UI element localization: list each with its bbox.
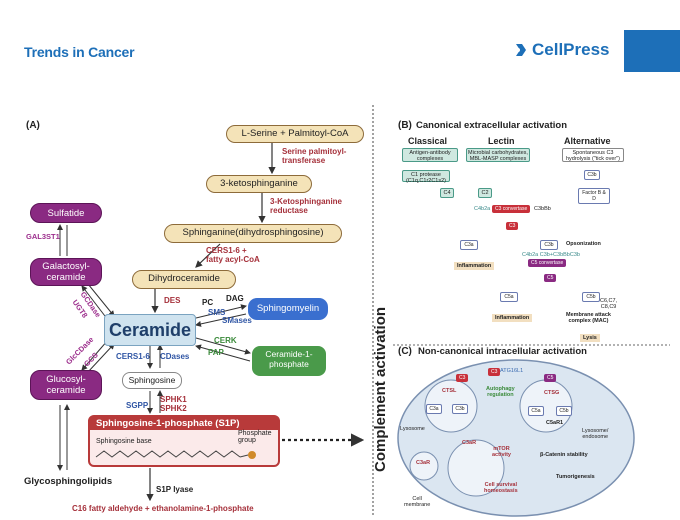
- glucosylceramide-box: Glucosyl- ceramide: [30, 370, 102, 400]
- lysosome-endosome-label: Lysosome/ endosome: [582, 428, 609, 441]
- tumorigenesis-label: Tumorigenesis: [556, 474, 595, 480]
- cell-membrane-label: Cell membrane: [404, 496, 431, 509]
- s1p-title: Sphingosine-1-phosphate (S1P): [90, 417, 278, 430]
- classical-heading: Classical: [408, 136, 448, 146]
- c3bbb-label: C3bBb: [534, 206, 551, 212]
- sulfatide-box: Sulfatide: [30, 203, 102, 223]
- s1p-lyase-label: S1P lyase: [156, 485, 194, 494]
- opsonization-label: Opsonization: [566, 241, 601, 247]
- c3ar-b-label: C3aR: [416, 460, 431, 466]
- pap-enzyme: PAP: [208, 348, 224, 357]
- c3-top-node: C3: [456, 374, 469, 382]
- cellpress-logo-icon: [516, 44, 526, 56]
- autophagy-label: Autophagy regulation: [486, 386, 515, 399]
- alternative-box: Spontaneous C3 hydrolysis ("tick over"): [562, 148, 624, 162]
- sphingosine-base-label: Sphingosine base: [96, 438, 152, 445]
- glycosphingolipids-label: Glycosphingolipids: [24, 476, 113, 487]
- lectin-heading: Lectin: [488, 136, 515, 146]
- galactosylceramide-box: Galactosyl- ceramide: [30, 258, 102, 286]
- ceramide-box: Ceramide: [104, 314, 196, 346]
- header-accent-bar: [624, 30, 680, 72]
- c3a-box: C3a: [460, 240, 478, 250]
- gal3st1-enzyme: GAL3ST1: [26, 232, 60, 241]
- atg16l1-label: ATG16L1: [500, 368, 524, 374]
- mtor-label: mTOR activity: [492, 446, 511, 459]
- c1p-box: Ceramide-1- phosphate: [252, 346, 326, 376]
- c3-convertase-label: C3 convertase: [492, 205, 531, 213]
- des-enzyme: DES: [164, 296, 181, 305]
- inflammation-1-label: Inflammation: [454, 262, 495, 270]
- c5-intracellular-node: C5: [544, 374, 557, 382]
- c4-box: C4: [440, 188, 454, 198]
- c5a-box: C5a: [500, 292, 518, 302]
- panel-b-title: Canonical extracellular activation: [416, 120, 568, 131]
- spt-enzyme: Serine palmitoyl- transferase: [282, 147, 347, 166]
- c3-node: C3: [506, 222, 519, 230]
- ketosphinganine-box: 3-ketosphinganine: [206, 175, 312, 193]
- cerk-enzyme: CERK: [214, 336, 237, 345]
- panel-c-title: Non-canonical intracellular activation: [418, 346, 587, 357]
- alternative-heading: Alternative: [564, 136, 611, 146]
- mac-label: Membrane attack complex (MAC): [566, 312, 611, 325]
- phosphate-group-label: Phosphate group: [238, 430, 272, 444]
- sms-enzyme: SMS: [208, 308, 226, 317]
- inflammation-2-label: Inflammation: [492, 314, 533, 322]
- complement-activation-label: Complement activation: [372, 306, 389, 472]
- c3b-intra-box: C3b: [452, 404, 468, 414]
- c3ar-a-label: C3aR: [462, 440, 477, 446]
- lectin-box: Microbial carbohydrates, MBL-MASP comple…: [466, 148, 530, 162]
- ctsl-label: CTSL: [442, 388, 457, 394]
- factor-bd-box: Factor B & D: [578, 188, 610, 204]
- c3b-alt-box: C3b: [584, 170, 600, 180]
- serine-palmitoyl-box: L-Serine + Palmitoyl-CoA: [226, 125, 364, 143]
- s1p-box: Sphingosine-1-phosphate (S1P) Phosphate …: [88, 415, 280, 467]
- c6-c9-list: C6,C7, C8,C9: [600, 298, 618, 311]
- sphinganine-box: Sphinganine(dihydrosphingosine): [164, 224, 342, 243]
- cers-fatty-acyl: CERS1-6 + fatty acyl-CoA: [206, 246, 260, 265]
- panel-b-label: (B): [398, 120, 412, 131]
- c3a-intra-box: C3a: [426, 404, 442, 414]
- c5ar1-label: C5aR1: [546, 420, 564, 426]
- sphingosine-box: Sphingosine: [122, 372, 182, 389]
- journal-title: Trends in Cancer: [24, 44, 135, 60]
- c16-products: C16 fatty aldehyde + ethanolamine-1-phos…: [72, 504, 254, 513]
- s1p-structure-icon: [95, 450, 256, 459]
- dag-label: DAG: [226, 294, 244, 303]
- panel-a-label: (A): [26, 120, 40, 131]
- brand-name: CellPress: [532, 40, 610, 59]
- c3b-box: C3b: [540, 240, 558, 250]
- smases-enzyme: SMases: [222, 316, 252, 325]
- c2-box: C2: [478, 188, 492, 198]
- brand-logo: CellPress: [512, 40, 610, 60]
- ketoreductase-enzyme: 3-Ketosphinganine reductase: [270, 197, 343, 216]
- c1-protease-box: C1 protease (C1q,C1r2C1s2): [402, 170, 450, 184]
- sgpp-enzyme: SGPP: [126, 401, 149, 410]
- c5b-box: C5b: [582, 292, 600, 302]
- c5a-intra-box: C5a: [528, 406, 544, 416]
- c5-node: C5: [544, 274, 557, 282]
- c5-convertase-parts: C4b2a C3b+C3bBbC3b: [522, 252, 580, 258]
- c5b-intra-box: C5b: [556, 406, 572, 416]
- sphk-enzyme: SPHK1 SPHK2: [160, 395, 187, 414]
- cell-survival-label: Cell survival homeostasis: [484, 482, 518, 495]
- cdases-enzyme: CDases: [160, 352, 190, 361]
- c3-mid-node: C3: [488, 368, 501, 376]
- cell-illustration: [397, 359, 635, 517]
- sphingomyelin-box: Sphingomyelin: [248, 298, 328, 320]
- ctsg-label: CTSG: [544, 390, 560, 396]
- lysis-label: Lysis: [580, 334, 600, 342]
- cers-enzyme: CERS1-6: [116, 352, 150, 361]
- lysosome-label: Lysosome: [400, 426, 425, 432]
- c4b2a-label: C4b2a: [474, 206, 491, 212]
- dihydroceramide-box: Dihydroceramide: [132, 270, 236, 289]
- bcatenin-label: β-Catenin stability: [540, 452, 588, 458]
- panel-c-label: (C): [398, 346, 412, 357]
- pc-label: PC: [202, 298, 214, 307]
- classical-box: Antigen-antibody complexes: [402, 148, 458, 162]
- c5-convertase-label: C5 convertase: [528, 259, 567, 267]
